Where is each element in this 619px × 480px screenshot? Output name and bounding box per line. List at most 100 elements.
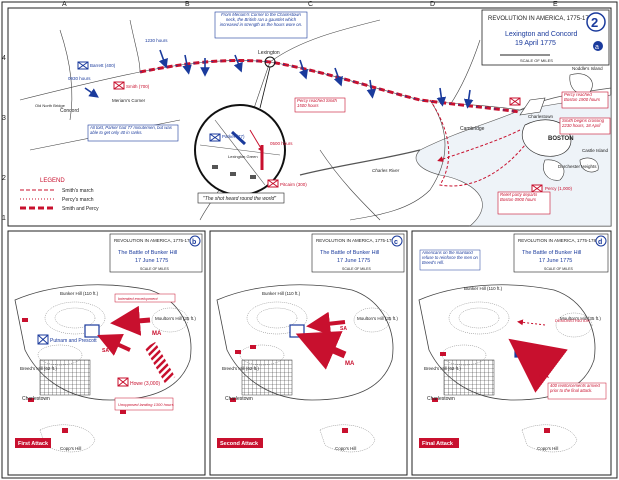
attack-label: First Attack (18, 441, 49, 447)
unit-symbols (77, 61, 543, 193)
label-ma: MA (152, 331, 162, 337)
label-ma: MA (345, 361, 355, 367)
unit-parker: Parker (77) (222, 134, 245, 139)
label-demo: DEMONSTRATION (555, 318, 590, 323)
panel-d: REVOLUTION IN AMERICA, 1775-1783 d The B… (411, 230, 612, 476)
label-breed: Breed's Hill (62 ft.) (20, 366, 57, 371)
place-charlestown: Charlestown (528, 114, 554, 119)
note-reinforcements: 400 reinforcements arrived prior to the … (550, 384, 600, 393)
time-label: 0930 hours (68, 76, 91, 81)
panel-scale: SCALE OF MILES (544, 267, 573, 271)
main-labels: From Meriam's Corner to the Charlestown … (35, 11, 611, 215)
panel-c: REVOLUTION IN AMERICA, 1775-1783 c The B… (209, 230, 408, 476)
label-copps: Copp's Hill (60, 446, 81, 451)
label-breed: Breed's Hill (62 ft.) (222, 366, 259, 371)
attack-label: Final Attack (422, 441, 454, 447)
grid-letter: C (308, 1, 313, 8)
place-old-bridge: Old North Bridge (35, 103, 66, 108)
grid-letter: D (430, 1, 435, 8)
label-charlestown: Charlestown (225, 396, 253, 402)
panel-series: REVOLUTION IN AMERICA, 1775-1783 (114, 238, 195, 243)
place-merriam: Meriam's Corner (112, 98, 146, 103)
panel-b: REVOLUTION IN AMERICA, 1775-1783 b The B… (7, 230, 206, 476)
panel-date: 17 June 1775 (539, 258, 572, 264)
label-charlestown: Charlestown (22, 396, 50, 402)
label-moulton: Moulton's Hill (35 ft.) (155, 316, 196, 321)
grid-number: 3 (2, 115, 6, 122)
label-sa: SA (102, 348, 109, 354)
grid-letter: A (62, 1, 67, 8)
panel-scale: SCALE OF MILES (342, 267, 371, 271)
callout-percy-departs: Relief party departs Boston 0900 hours (500, 193, 538, 202)
legend-item: Smith's march (62, 188, 94, 194)
panel-letter: c (394, 239, 398, 246)
place-concord: Concord (60, 108, 79, 114)
panel-series: REVOLUTION IN AMERICA, 1775-1783 (316, 238, 397, 243)
label-sa: SA (340, 326, 347, 332)
unit-pitcairn: Pitcairn (300) (280, 182, 307, 187)
grid-letters: A B C D E 4 3 2 1 (2, 1, 558, 222)
panel-letter: b (192, 239, 196, 246)
panel-date: 17 June 1775 (135, 258, 168, 264)
place-lex-green: Lexington Green (228, 154, 258, 159)
plate-letter: a (595, 44, 599, 51)
attack-label: Second Attack (220, 441, 259, 447)
label-copps: Copp's Hill (335, 446, 356, 451)
place-dorchester: Dorchester Heights (558, 164, 597, 169)
label-ma: MA (538, 373, 549, 380)
grid-letter: E (553, 1, 558, 8)
scale-label: SCALE OF MILES (520, 58, 553, 63)
place-noddles: Noddle's Island (572, 66, 603, 71)
map-title: Lexington and Concord (505, 31, 577, 38)
callout-parker: All told, Parker had 77 minutemen, but w… (90, 126, 172, 135)
unit-smith: Smith (700) (126, 84, 150, 89)
label-howe: Howe (3,000) (130, 381, 160, 387)
label-bunker: Bunker Hill (110 ft.) (464, 286, 503, 291)
series-title: REVOLUTION IN AMERICA, 1775-1783 (488, 16, 596, 22)
panel-letter: d (598, 239, 602, 246)
grid-number: 2 (2, 175, 6, 182)
label-bunker: Bunker Hill (110 ft.) (262, 291, 301, 296)
place-cambridge: Cambridge (460, 126, 485, 132)
map-date: 19 April 1775 (515, 40, 556, 47)
legend-item: Percy's march (62, 197, 94, 203)
panel-series: REVOLUTION IN AMERICA, 1775-1783 (518, 238, 599, 243)
place-charles-river: Charles River (372, 168, 400, 173)
label-bunker: Bunker Hill (110 ft.) (60, 291, 99, 296)
place-castle: Castle Island (582, 148, 609, 153)
panel-scale: SCALE OF MILES (140, 267, 169, 271)
note-landing: Unopposed landing 1300 hours (118, 402, 174, 407)
panel-title: The Battle of Bunker Hill (320, 250, 379, 256)
label-breed: Breed's Hill (62 ft.) (424, 366, 461, 371)
callout-shot: "The shot heard round the world" (203, 196, 276, 202)
place-lexington: Lexington (258, 50, 280, 56)
callout-merriam: From Meriam's Corner to the Charlestown … (219, 13, 303, 27)
callout-percy-reached: Percy reached Smith 1500 hours (297, 99, 337, 108)
time-label: 1230 hours (145, 38, 168, 43)
unit-percy: Percy (1,000) (545, 186, 573, 191)
legend-title: LEGEND (40, 178, 65, 184)
american-arrows (84, 49, 474, 109)
time-label: 0500 hours (270, 141, 293, 146)
grid-letter: B (185, 1, 190, 8)
panel-title: The Battle of Bunker Hill (118, 250, 177, 256)
label-copps: Copp's Hill (537, 446, 558, 451)
label-moulton: Moulton's Hill (35 ft.) (560, 316, 601, 321)
note-envelopment: Intended envelopment (118, 296, 158, 301)
panel-title: The Battle of Bunker Hill (522, 250, 581, 256)
panel-date: 17 June 1775 (337, 258, 370, 264)
unit-barrett: Barrett (400) (90, 63, 116, 68)
callout-smith-boston: Percy reached Boston 1900 hours (564, 93, 601, 102)
callout-smith-begins: Smith begins crossing 2230 hours, 18 Apr… (562, 119, 605, 128)
label-charlestown: Charlestown (427, 396, 455, 402)
plate-number: 2 (591, 15, 598, 30)
legend-item: Smith and Percy (62, 206, 99, 212)
note-mainland: Americans on the mainland refuse to rein… (422, 251, 478, 265)
main-title-box: REVOLUTION IN AMERICA, 1775-1783 2 a Lex… (481, 9, 610, 66)
label-putnam: Putnam and Prescott (50, 338, 97, 344)
legend: LEGEND Smith's march Percy's march Smith… (20, 178, 99, 212)
grid-number: 4 (2, 55, 6, 62)
grid-number: 1 (2, 215, 6, 222)
